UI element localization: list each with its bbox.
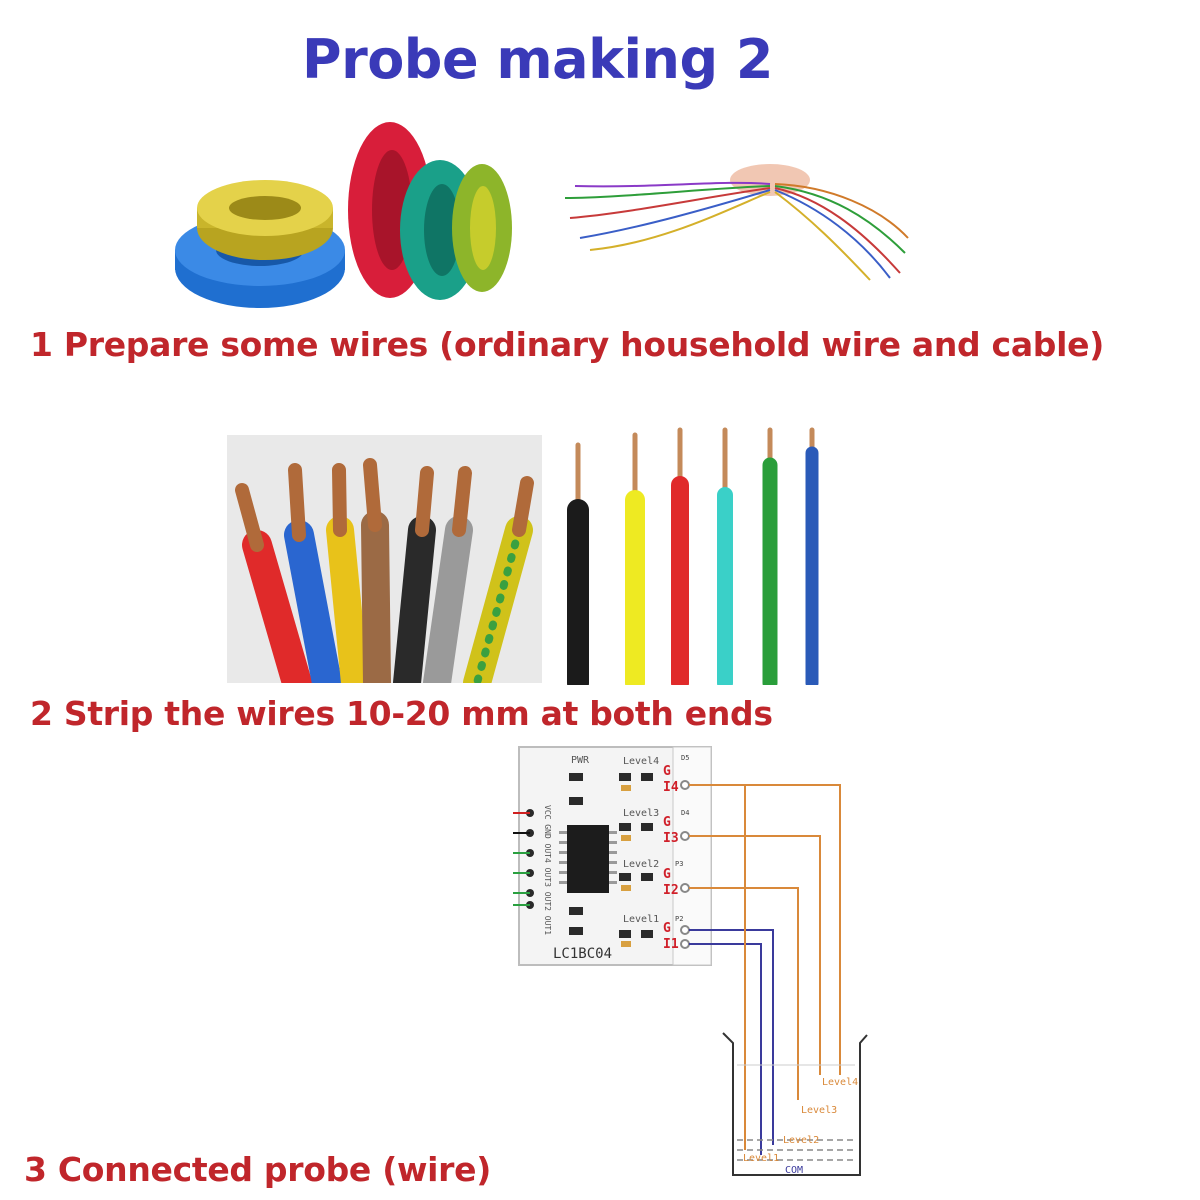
level1-board-label: Level1	[623, 914, 659, 925]
ic-chip	[567, 825, 609, 893]
terminal-i2: I2	[663, 883, 679, 898]
level3-board-label: Level3	[623, 808, 659, 819]
terminal-i3: I3	[663, 831, 679, 846]
board-name-label: LC1BC04	[553, 946, 612, 962]
step-1-label: 1 Prepare some wires (ordinary household…	[30, 325, 1104, 364]
terminal-g-4: G	[663, 764, 671, 779]
terminal-i4: I4	[663, 780, 679, 795]
terminal-i1: I1	[663, 937, 679, 952]
level4-beaker-label: Level4	[822, 1077, 858, 1088]
step-3-label: 3 Connected probe (wire)	[24, 1150, 492, 1189]
com-beaker-label: COM	[785, 1165, 803, 1176]
slot-d4-label: D4	[681, 809, 689, 817]
header-pin-labels: VCC GND OUT4 OUT3 OUT2 OUT1	[543, 805, 552, 935]
wire-bundle-photo	[564, 164, 909, 281]
terminal-g-2: G	[663, 867, 671, 882]
probe-wiring-diagram: VCC GND OUT4 OUT3 OUT2 OUT1 PWR Level4 L…	[513, 746, 868, 1176]
beaker	[722, 1032, 868, 1176]
level4-board-label: Level4	[623, 756, 659, 767]
step-2-label: 2 Strip the wires 10-20 mm at both ends	[30, 694, 773, 733]
pwr-label: PWR	[571, 755, 590, 766]
stripped-solid-wires-photo	[567, 427, 819, 685]
stripped-stranded-wires-photo	[227, 435, 542, 683]
terminal-g-3: G	[663, 815, 671, 830]
page-title: Probe making 2	[302, 28, 773, 91]
terminal-g-1: G	[663, 921, 671, 936]
level1-beaker-label: Level1	[743, 1153, 779, 1164]
cable-coils-photo	[175, 122, 512, 308]
level2-beaker-label: Level2	[783, 1135, 819, 1146]
level2-board-label: Level2	[623, 859, 659, 870]
level3-beaker-label: Level3	[801, 1105, 837, 1116]
slot-p3-label: P3	[675, 860, 683, 868]
slot-d5-label: D5	[681, 754, 689, 762]
slot-p2-label: P2	[675, 915, 683, 923]
